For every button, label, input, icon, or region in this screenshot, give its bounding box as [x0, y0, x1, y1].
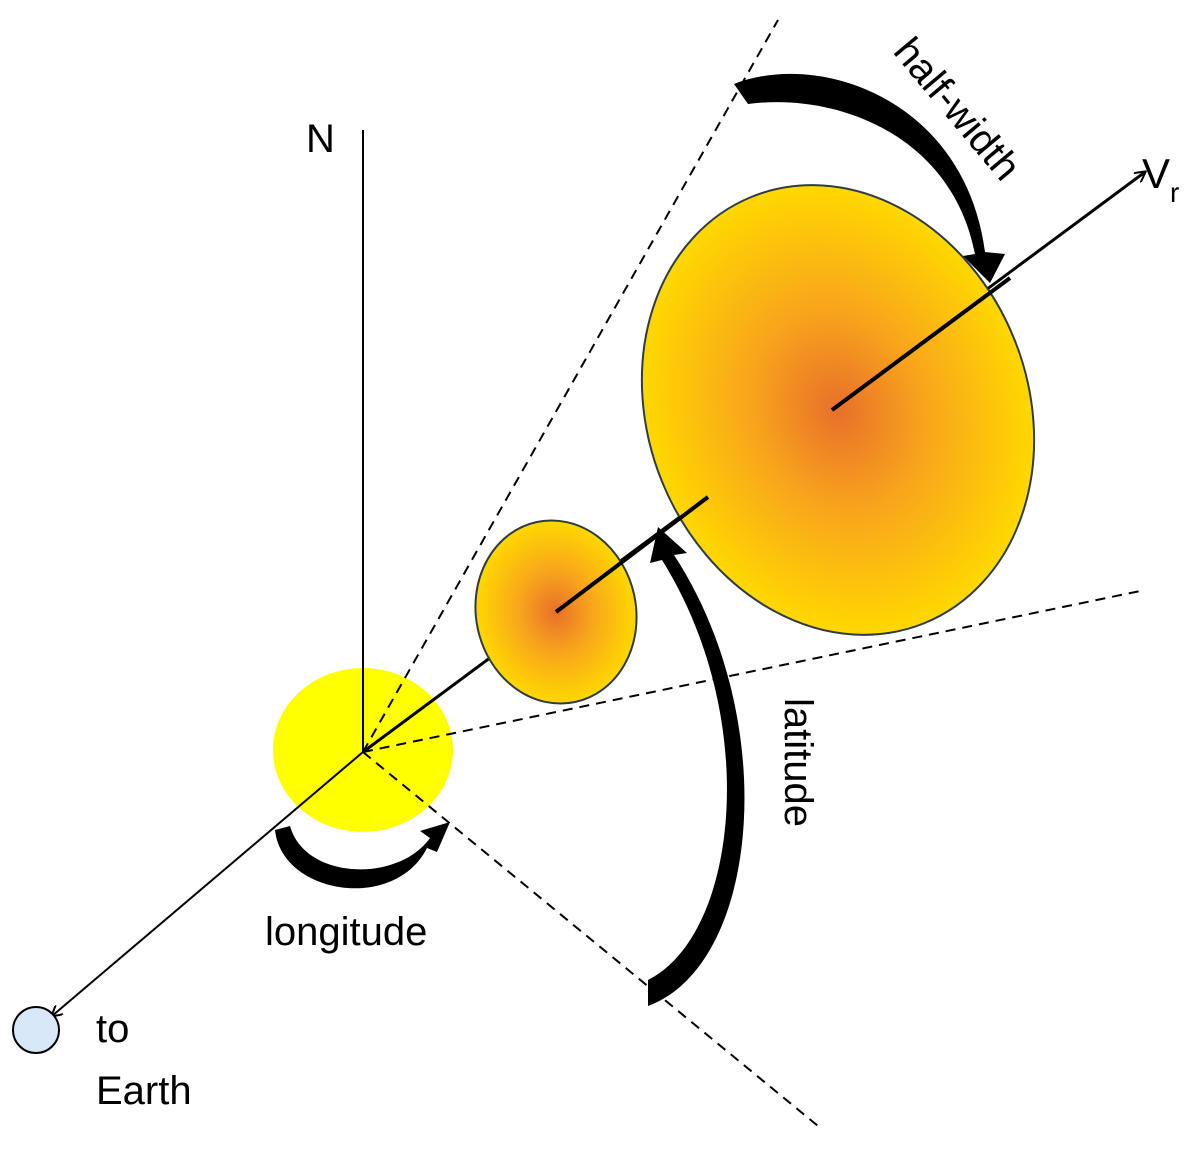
earth-direction-line	[52, 751, 364, 1016]
longitude-label: longitude	[265, 910, 427, 954]
latitude-arrow	[648, 527, 745, 1006]
velocity-label: Vr	[1142, 150, 1179, 208]
to-earth-label-line2: Earth	[96, 1069, 192, 1113]
ecliptic-projection-line	[362, 751, 819, 1127]
longitude-arrow	[275, 822, 450, 889]
velocity-label-main: V	[1142, 150, 1170, 197]
velocity-label-subscript: r	[1170, 177, 1179, 208]
half-width-label: half-width	[885, 30, 1029, 189]
half-width-arrow	[734, 73, 1005, 283]
large-cme-ellipse	[640, 184, 1036, 636]
earth-icon	[12, 1006, 60, 1054]
small-cme-axis	[554, 495, 710, 614]
large-cme-axis	[830, 276, 1012, 412]
latitude-label: latitude	[776, 698, 820, 827]
cone-edge-lower	[362, 589, 1146, 753]
north-label: N	[306, 117, 335, 161]
cone-edge-upper	[362, 19, 779, 753]
to-earth-label-line1: to	[96, 1007, 129, 1051]
